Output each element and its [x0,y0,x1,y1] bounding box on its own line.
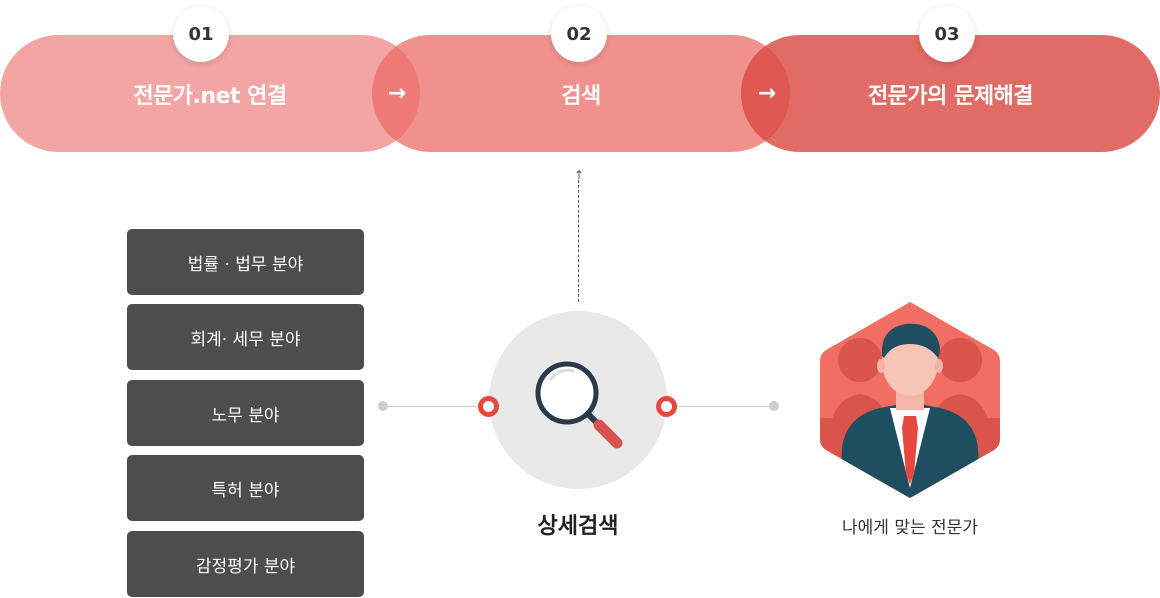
expert-label: 나에게 맞는 전문가 [842,518,978,538]
arrow-right-icon: → [757,81,777,106]
category-patent[interactable]: 특허 분야 [127,455,364,521]
connector-left-ring [478,396,499,417]
connector-right-ring [656,396,677,417]
category-appraisal[interactable]: 감정평가 분야 [127,531,364,597]
search-label: 상세검색 [537,514,619,539]
step-1-number-badge: 01 [173,6,229,62]
expert-hexagon [818,298,1002,502]
connector-right-dot [769,401,779,411]
connector-right-line [666,406,774,407]
step-2-label: 검색 [561,83,601,109]
search-icon [535,361,623,449]
connector-left-line [383,406,489,407]
arrow-right-icon: → [387,81,407,106]
search-circle [489,311,667,489]
category-labor[interactable]: 노무 분야 [127,380,364,446]
step-3-label: 전문가의 문제해결 [867,83,1034,109]
category-law[interactable]: 법률 · 법무 분야 [127,229,364,295]
connector-left-dot [378,401,388,411]
step-1-label: 전문가.net 연결 [133,83,287,109]
category-accounting-tax[interactable]: 회계· 세무 분야 [127,304,364,370]
arrow-up-icon: ↑ [573,168,585,182]
expert-person-icon [820,302,1000,498]
dashed-connector [578,180,579,302]
step-2-number-badge: 02 [551,6,607,62]
step-3-number-badge: 03 [919,6,975,62]
